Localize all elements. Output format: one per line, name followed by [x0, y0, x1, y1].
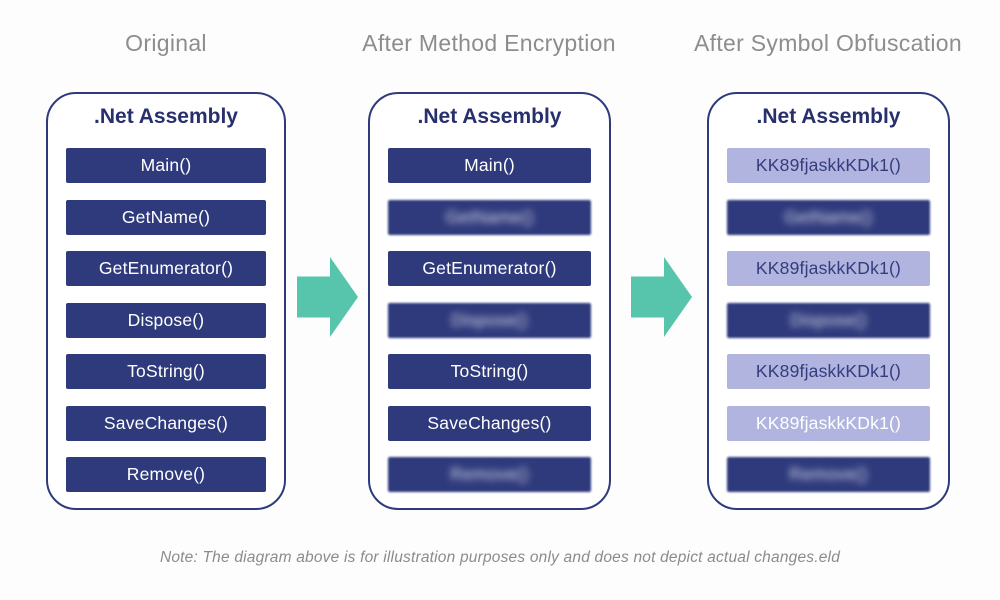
method-row: GetName()	[388, 199, 591, 235]
method-rows: KK89fjaskkKDk1() GetName() KK89fjaskkKDk1(…	[727, 148, 930, 509]
method-row: Dispose()	[388, 302, 591, 338]
method-row: Remove()	[388, 457, 591, 492]
method-label: GetName()	[784, 206, 873, 227]
method-row: Dispose()	[66, 302, 266, 338]
method-rows: Main() GetName() GetEnumerator() Dispose() T…	[66, 148, 266, 509]
method-label: Remove()	[450, 464, 529, 484]
method-row: Remove()	[727, 457, 930, 492]
method-label: Remove()	[126, 464, 206, 484]
footnote: Note: The diagram above is for illustrat…	[159, 549, 841, 566]
method-rows: Main() GetName() GetEnumerator() Dispose() T…	[388, 148, 591, 509]
method-label: KK89fjaskkKDk1()	[755, 155, 902, 175]
method-label: ToString()	[127, 361, 205, 381]
method-row: KK89fjaskkKDk1()	[727, 251, 930, 286]
method-row: Remove()	[66, 457, 266, 492]
method-label: KK89fjaskkKDk1()	[755, 258, 902, 278]
method-row: Main()	[388, 148, 591, 183]
method-label: Dispose()	[451, 309, 528, 330]
method-row: KK89fjaskkKDk1()	[727, 354, 930, 389]
method-label: GetName()	[445, 206, 534, 227]
card-title: .Net Assembly	[94, 105, 238, 128]
method-label: ToString()	[450, 361, 529, 381]
method-row: Dispose()	[727, 302, 930, 338]
method-row: ToString()	[66, 354, 266, 389]
method-row: GetName()	[727, 199, 930, 235]
method-label: GetName()	[121, 206, 211, 227]
method-label: KK89fjaskkKDk1()	[755, 412, 902, 433]
method-row: GetEnumerator()	[388, 251, 591, 286]
method-label: Dispose()	[127, 309, 205, 330]
card-title: .Net Assembly	[417, 105, 562, 128]
method-label: SaveChanges()	[427, 412, 552, 433]
method-label: Remove()	[789, 464, 868, 484]
column-header-original: Original	[125, 30, 207, 56]
method-row: KK89fjaskkKDk1()	[727, 148, 930, 183]
method-label: Dispose()	[790, 309, 867, 330]
card-title: .Net Assembly	[756, 105, 901, 128]
method-label: GetEnumerator()	[422, 258, 557, 278]
method-label: SaveChanges()	[103, 412, 229, 433]
assembly-card-after-symbol-obfuscation: .Net Assembly KK89fjaskkKDk1()GetName()K…	[707, 92, 950, 510]
column-header-after-symbol-obfuscation: After Symbol Obfuscation	[694, 30, 962, 56]
method-row: SaveChanges()	[66, 405, 266, 441]
method-label: KK89fjaskkKDk1()	[755, 361, 902, 381]
method-row: Main()	[66, 148, 266, 183]
assembly-card-after-method-encryption: .Net Assembly Main() GetName() GetEnumerat…	[368, 92, 611, 510]
method-label: Main()	[464, 155, 515, 175]
right-arrow-icon	[631, 257, 692, 337]
method-row: GetEnumerator()	[66, 251, 266, 286]
method-row: ToString()	[388, 354, 591, 389]
column-header-after-method-encryption: After Method Encryption	[362, 30, 616, 56]
right-arrow-icon	[297, 257, 358, 337]
method-row: SaveChanges()	[388, 405, 591, 441]
method-row: GetName()	[66, 199, 266, 235]
method-label: GetEnumerator()	[98, 258, 234, 278]
method-label: Main()	[140, 155, 192, 175]
assembly-card-original: .Net Assembly Main() GetName() GetEnumerat…	[46, 92, 286, 510]
method-row: KK89fjaskkKDk1()	[727, 405, 930, 441]
